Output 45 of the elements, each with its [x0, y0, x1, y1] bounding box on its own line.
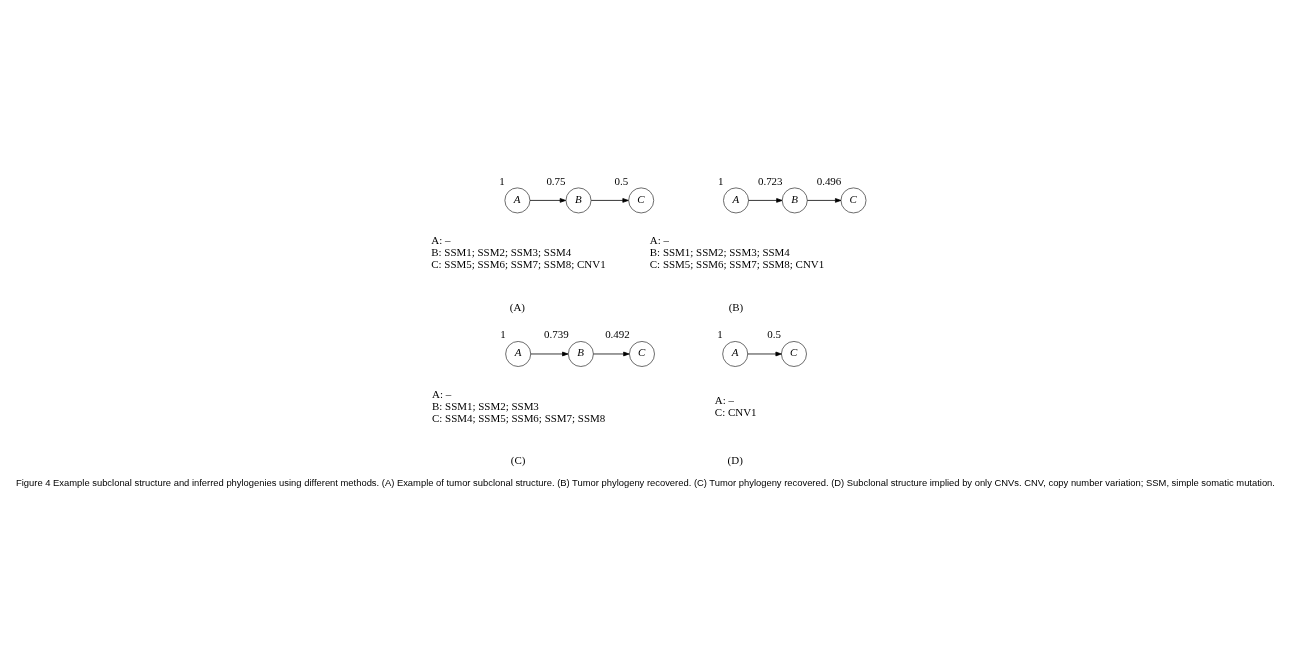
label: C: SSM5; SSM6; SSM7; SSM8; CNV1: [649, 257, 825, 270]
label: A: –: [649, 233, 669, 246]
label: B: SSM1; SSM2; SSM3: [432, 399, 539, 412]
label: (B): [728, 300, 744, 313]
caption: Figure 4 Example subclonal structure and inferred phylogenies using different methods. (A) Example of tumor subclonal structure. (B) Tumor phylogeny recovered. (C) Tumor phylogeny recovered. (D) Subclonal structure implied by only CNVs. CNV, copy number variation; SSM, simple somatic mutation.: [16, 476, 1275, 488]
node-label: 1: [717, 174, 724, 187]
node-label: 0.492: [605, 327, 630, 340]
label: C: CNV1: [714, 405, 757, 418]
node-circle: A: [505, 340, 532, 367]
node-circle: B: [781, 187, 808, 213]
label: (A): [509, 300, 526, 313]
node-circle: B: [567, 340, 594, 367]
node-label: 0.5: [767, 327, 782, 340]
label: B: SSM1; SSM2; SSM3; SSM4: [649, 245, 790, 258]
label: (D): [727, 453, 743, 466]
label: C: SSM4; SSM5; SSM6; SSM7; SSM8: [432, 411, 606, 424]
node-circle: C: [840, 187, 867, 213]
label: B: SSM1; SSM2; SSM3; SSM4: [431, 245, 572, 258]
arrow: [593, 351, 630, 356]
node-label: 1: [499, 174, 505, 187]
label: C: SSM5; SSM6; SSM7; SSM8; CNV1: [431, 257, 606, 270]
node-label: 0.5: [614, 174, 629, 187]
arrow: [747, 351, 782, 356]
node-circle: C: [628, 187, 655, 213]
node-label: 0.723: [757, 174, 783, 187]
node-circle: C: [781, 340, 807, 367]
node-label: 0.75: [546, 174, 566, 187]
label: (C): [510, 453, 526, 466]
node-circle: A: [723, 187, 749, 213]
arrow: [590, 197, 629, 203]
node-label: 0.496: [816, 174, 842, 187]
arrow: [529, 197, 567, 203]
node-circle: B: [565, 187, 592, 213]
label: A: –: [431, 233, 451, 246]
node-circle: C: [629, 340, 655, 367]
arrow: [748, 197, 783, 203]
label: A: –: [714, 393, 735, 406]
node-circle: A: [504, 187, 531, 213]
arrow: [807, 197, 842, 203]
label: A: –: [432, 387, 452, 400]
node-label: 1: [500, 327, 506, 340]
node-label: 0.739: [544, 327, 569, 340]
node-circle: A: [722, 340, 749, 367]
node-label: 1: [717, 327, 723, 340]
arrow: [530, 351, 569, 356]
